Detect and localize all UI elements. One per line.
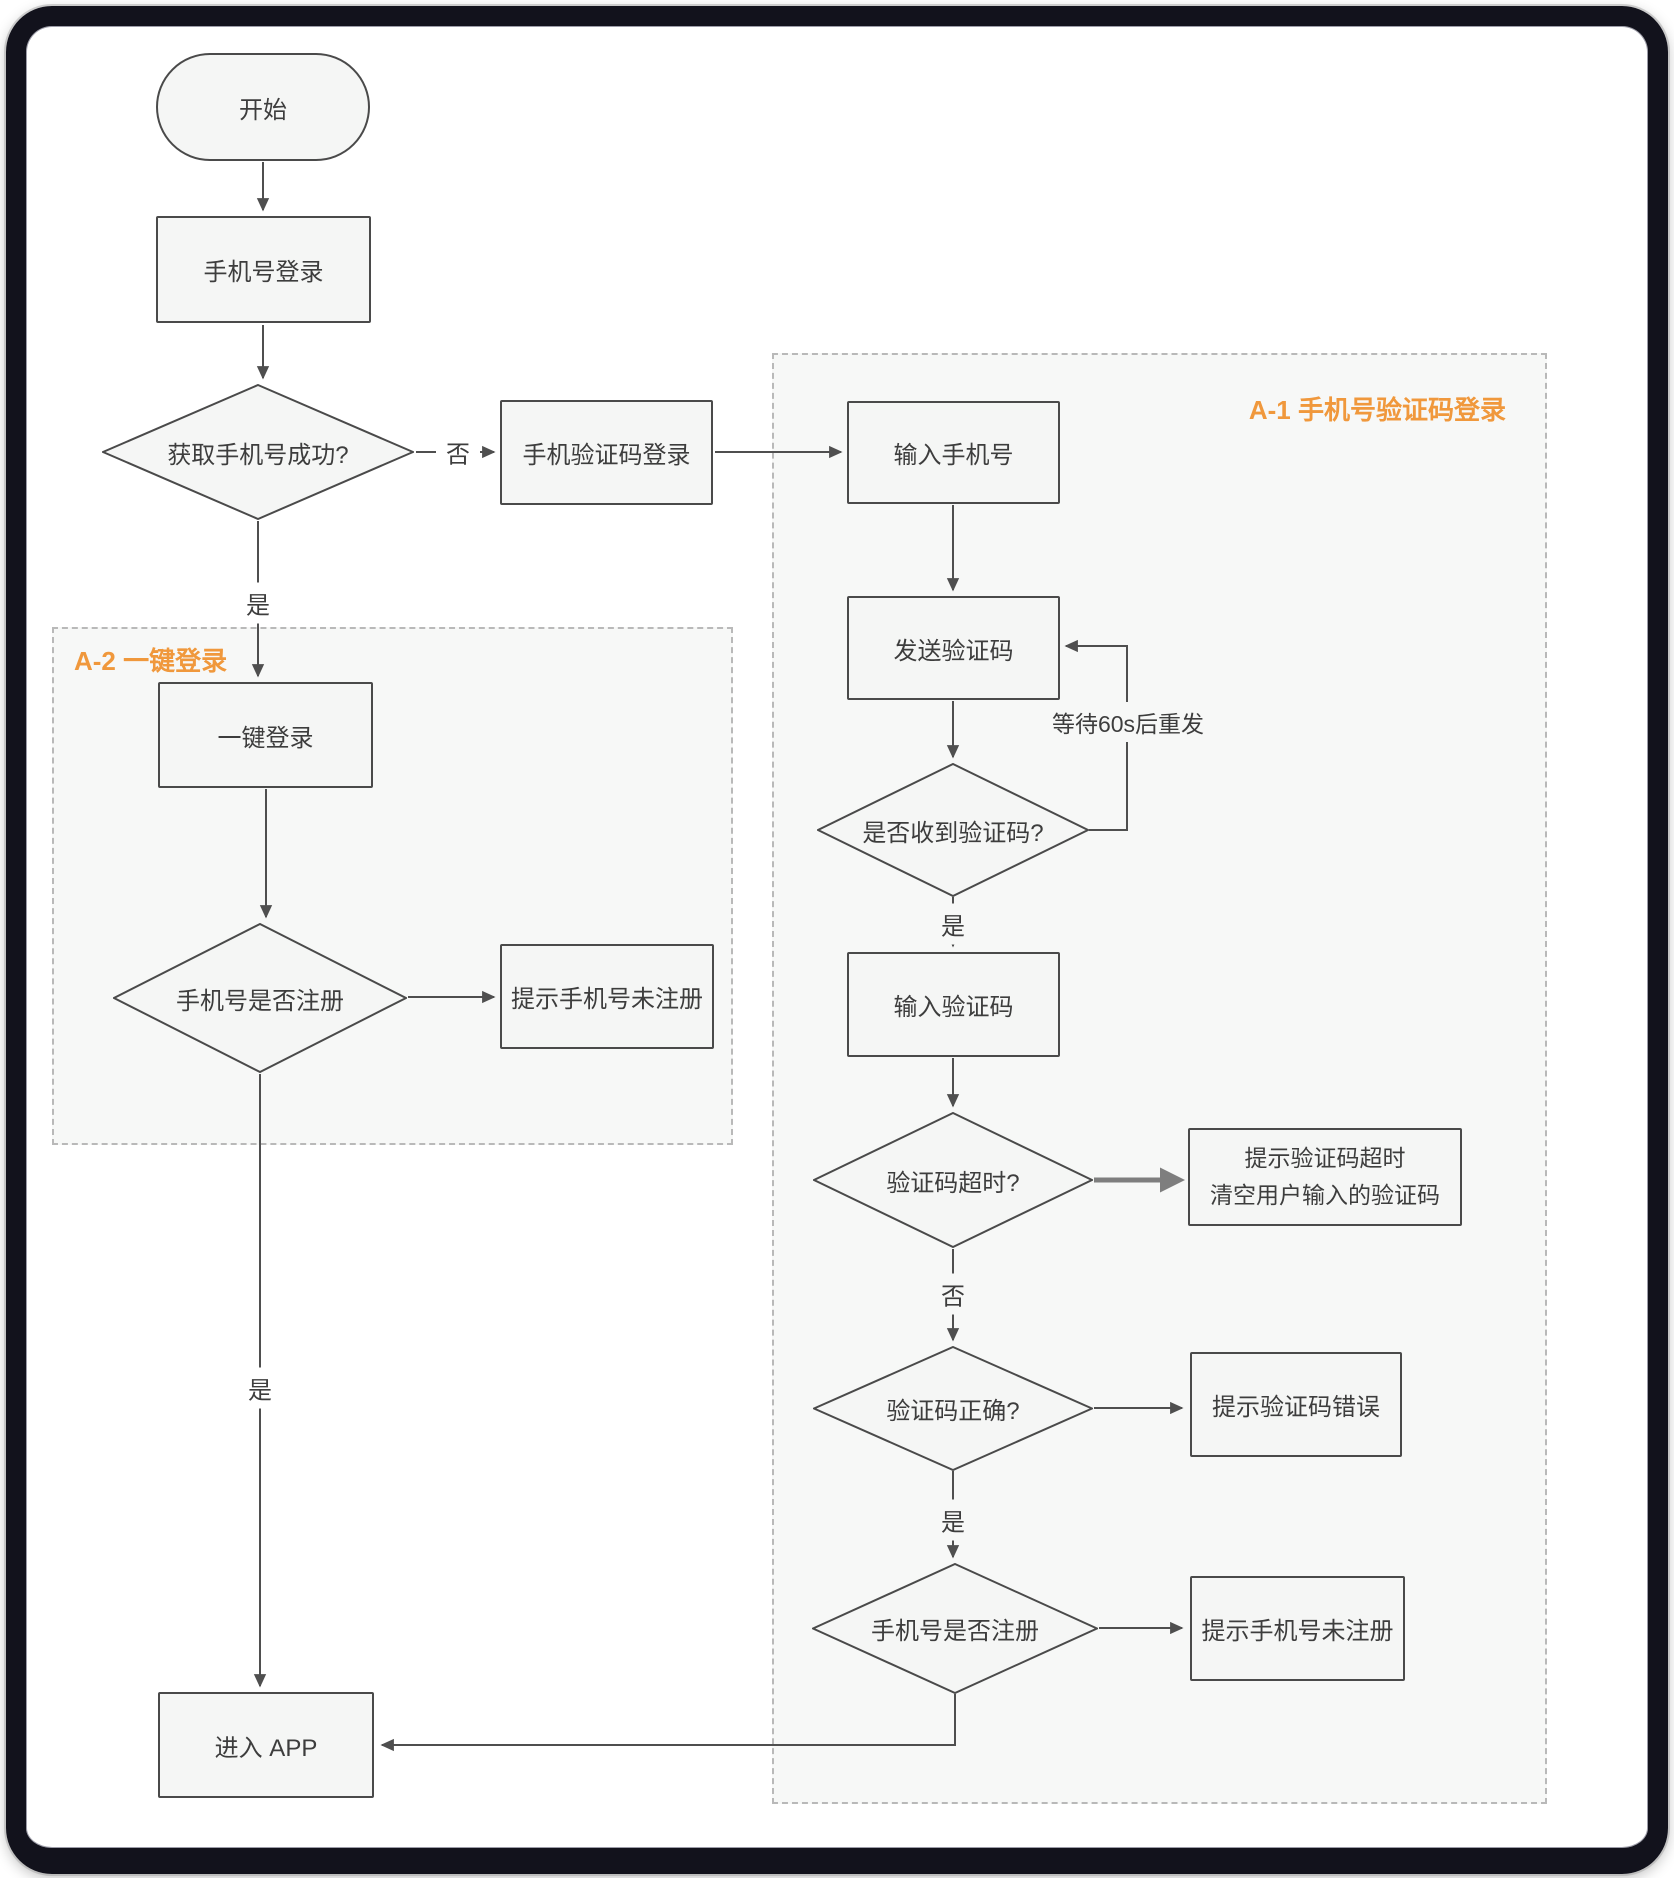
diamond-shape bbox=[813, 1112, 1093, 1248]
node-enter-app: 进入 APP bbox=[158, 1692, 374, 1798]
node-get-phone-success-label: 获取手机号成功? bbox=[167, 441, 349, 469]
node-not-registered-tip-oneclick: 提示手机号未注册 bbox=[500, 944, 714, 1049]
node-enter-phone-label: 输入手机号 bbox=[893, 442, 1014, 469]
region-a2-one-click-login bbox=[52, 627, 733, 1145]
node-send-code-label: 发送验证码 bbox=[893, 637, 1014, 665]
diamond-shape bbox=[812, 1563, 1098, 1694]
node-code-timeout-label: 验证码超时? bbox=[886, 1169, 1020, 1197]
edge-label-wait-resend: 等待60s后重发 bbox=[1041, 702, 1215, 742]
node-enter-phone: 输入手机号 bbox=[847, 401, 1060, 504]
node-timeout-tip: 提示验证码超时 清空用户输入的验证码 bbox=[1188, 1128, 1462, 1226]
node-code-timeout: 验证码超时? bbox=[813, 1112, 1093, 1248]
node-sms-login: 手机验证码登录 bbox=[500, 400, 713, 505]
edge-label-yes-code-received: 是 bbox=[931, 903, 975, 945]
diamond-shape bbox=[113, 923, 407, 1073]
node-phone-registered-oneclick: 手机号是否注册 bbox=[113, 923, 407, 1073]
diamond-shape bbox=[817, 763, 1089, 897]
node-code-received-label: 是否收到验证码? bbox=[862, 819, 1044, 847]
node-code-correct-label: 验证码正确? bbox=[886, 1398, 1020, 1425]
node-enter-code-label: 输入验证码 bbox=[893, 994, 1014, 1021]
edge-label-yes-get-phone: 是 bbox=[236, 582, 280, 624]
node-sms-login-label: 手机验证码登录 bbox=[522, 442, 691, 469]
edge-label-no-code-timeout: 否 bbox=[931, 1273, 975, 1315]
node-send-code: 发送验证码 bbox=[847, 596, 1060, 700]
node-enter-app-label: 进入 APP bbox=[214, 1734, 318, 1762]
node-enter-code: 输入验证码 bbox=[847, 952, 1060, 1057]
edge-label-no-get-phone: 否 bbox=[436, 431, 480, 473]
node-phone-login-label: 手机号登录 bbox=[203, 259, 324, 286]
region-a2-label: A-2 一键登录 bbox=[74, 646, 228, 676]
node-phone-registered-oneclick-label: 手机号是否注册 bbox=[176, 987, 344, 1015]
node-phone-registered-sms: 手机号是否注册 bbox=[812, 1563, 1098, 1694]
diamond-shape bbox=[102, 384, 414, 520]
node-phone-registered-sms-label: 手机号是否注册 bbox=[871, 1618, 1039, 1645]
node-get-phone-success: 获取手机号成功? bbox=[102, 384, 414, 520]
node-code-received: 是否收到验证码? bbox=[817, 763, 1089, 897]
diamond-shape bbox=[813, 1346, 1093, 1471]
node-timeout-tip-line1: 提示验证码超时 bbox=[1244, 1145, 1406, 1171]
node-phone-login: 手机号登录 bbox=[156, 216, 371, 323]
node-start-label: 开始 bbox=[239, 96, 287, 124]
node-wrong-code-tip-label: 提示验证码错误 bbox=[1212, 1394, 1380, 1421]
edge-label-yes-registered-oneclick: 是 bbox=[238, 1367, 282, 1409]
node-code-correct: 验证码正确? bbox=[813, 1346, 1093, 1471]
node-one-click-login: 一键登录 bbox=[158, 682, 373, 788]
region-a1-sms-code-login bbox=[772, 353, 1547, 1804]
region-a1-label: A-1 手机号验证码登录 bbox=[1248, 395, 1506, 425]
node-start: 开始 bbox=[156, 53, 370, 161]
node-not-registered-tip-oneclick-label: 提示手机号未注册 bbox=[511, 986, 703, 1013]
node-one-click-login-label: 一键登录 bbox=[217, 724, 314, 752]
node-timeout-tip-line2: 清空用户输入的验证码 bbox=[1210, 1182, 1440, 1208]
node-wrong-code-tip: 提示验证码错误 bbox=[1190, 1352, 1402, 1457]
node-not-registered-tip-sms: 提示手机号未注册 bbox=[1190, 1576, 1405, 1681]
edge-label-yes-code-correct: 是 bbox=[931, 1499, 975, 1541]
node-not-registered-tip-sms-label: 提示手机号未注册 bbox=[1201, 1618, 1394, 1645]
edge-registered-to-enter-app bbox=[380, 1694, 956, 1752]
